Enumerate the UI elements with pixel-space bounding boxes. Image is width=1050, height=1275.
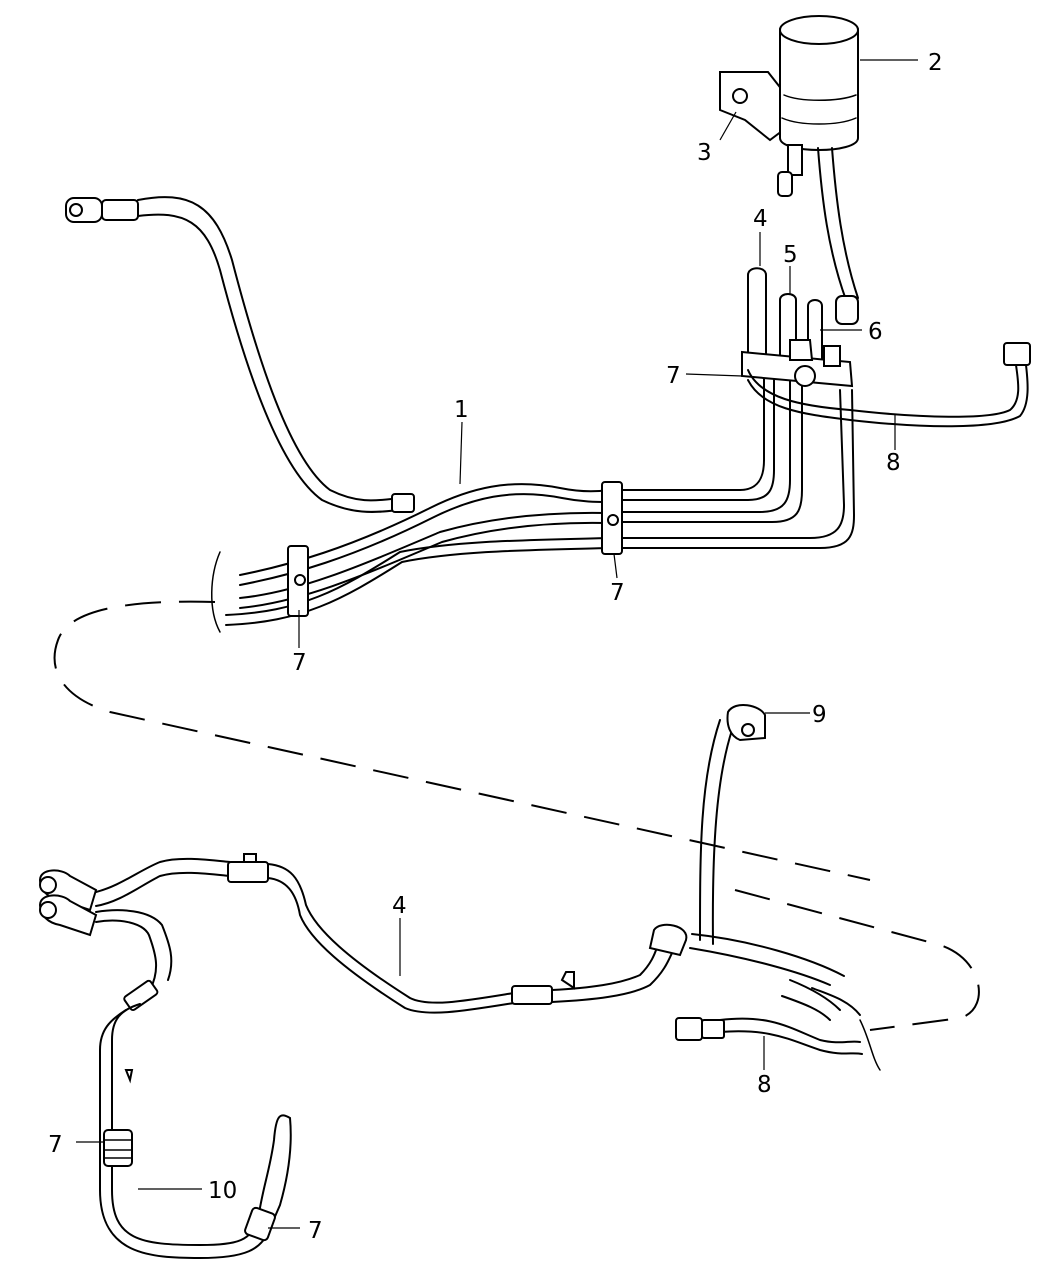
vapor-line-top[interactable] bbox=[747, 342, 1031, 428]
callout-8-top: 8 bbox=[886, 450, 901, 476]
callout-4-top: 4 bbox=[753, 206, 768, 232]
callout-7-lower-left: 7 bbox=[48, 1132, 63, 1158]
vehicle-outline bbox=[53, 600, 980, 1031]
callout-2: 2 bbox=[928, 50, 943, 76]
callout-7-clip-right: 7 bbox=[610, 580, 625, 606]
callout-7-lower-bottom: 7 bbox=[308, 1218, 323, 1244]
fuel-filter[interactable] bbox=[719, 15, 859, 325]
bundle-clip-right[interactable] bbox=[601, 481, 623, 555]
callout-6: 6 bbox=[868, 319, 883, 345]
callout-7-bracket: 7 bbox=[666, 363, 681, 389]
callout-7-clip-left: 7 bbox=[292, 650, 307, 676]
callout-labels: 2 3 4 5 6 7 8 1 7 7 9 4 8 7 10 7 bbox=[48, 50, 943, 1244]
callout-9: 9 bbox=[812, 702, 827, 728]
callout-4-bottom: 4 bbox=[392, 893, 407, 919]
frame-edges bbox=[211, 551, 881, 1071]
bundle-clip-left[interactable] bbox=[287, 545, 309, 617]
callout-1: 1 bbox=[454, 397, 469, 423]
callout-10: 10 bbox=[208, 1178, 237, 1204]
lower-fuel-line[interactable] bbox=[38, 704, 863, 1055]
callout-3: 3 bbox=[697, 140, 712, 166]
callout-8-bottom: 8 bbox=[757, 1072, 772, 1098]
fuel-line-bundle[interactable] bbox=[65, 196, 855, 626]
hose[interactable] bbox=[95, 909, 292, 1259]
leader-lines bbox=[76, 59, 918, 1229]
callout-5: 5 bbox=[783, 242, 798, 268]
line-bracket-clip[interactable] bbox=[741, 339, 854, 388]
